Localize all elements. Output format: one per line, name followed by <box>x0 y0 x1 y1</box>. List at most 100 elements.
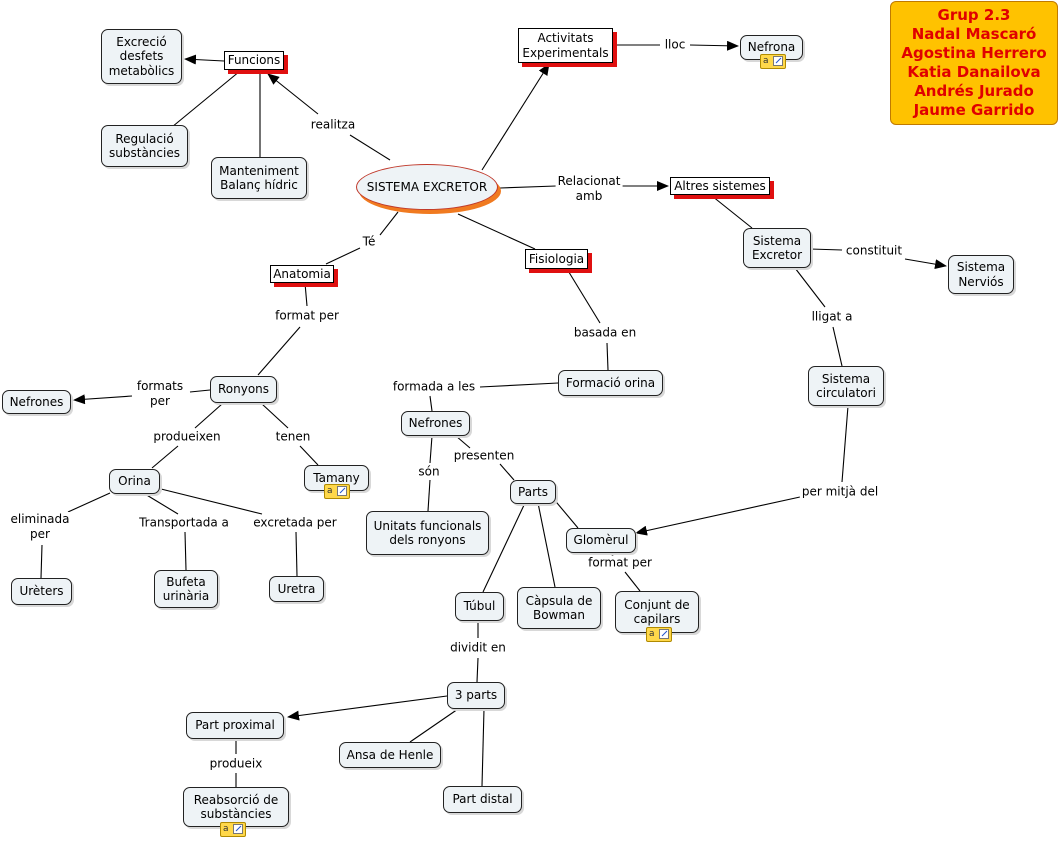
line-formada-nefrones <box>429 395 433 412</box>
node-glomerul[interactable]: Glomèrul <box>566 528 636 553</box>
node-bufeta[interactable]: Bufeta urinària <box>154 570 218 608</box>
note-icon[interactable]: a <box>760 54 786 69</box>
line-orina-transportada <box>144 493 179 515</box>
link-lloc: lloc <box>662 37 688 53</box>
node-sistema-excretor-2[interactable]: Sistema Excretor <box>743 228 811 268</box>
line-ronyons-formats <box>189 389 211 393</box>
line-parts-tubul <box>482 502 526 593</box>
link-transportada-a: Transportada a <box>137 515 231 531</box>
node-tubul[interactable]: Túbul <box>455 592 504 621</box>
link-format-per-2: format per <box>586 555 654 571</box>
node-ureters[interactable]: Urèters <box>11 578 72 605</box>
line-format-conjunt <box>624 571 641 592</box>
node-3-parts[interactable]: 3 parts <box>447 682 505 709</box>
node-sistema-excretor[interactable]: SISTEMA EXCRETOR <box>356 164 498 210</box>
node-conjunt[interactable]: Conjunt de capilars <box>615 591 699 633</box>
node-nefrones-left[interactable]: Nefrones <box>2 390 71 414</box>
line-parts-glomerul <box>551 496 579 529</box>
line-circulatori-permitja <box>841 405 849 483</box>
node-orina[interactable]: Orina <box>109 469 160 494</box>
link-formada-a-les: formada a les <box>390 379 478 395</box>
note-icon[interactable]: a <box>324 484 350 499</box>
link-te: Té <box>360 234 378 250</box>
note-icon[interactable]: a <box>646 627 672 642</box>
line-tenen-tamany <box>299 445 319 466</box>
line-excretada-uretra <box>295 531 298 577</box>
node-ansa-henle[interactable]: Ansa de Henle <box>339 742 441 768</box>
line-constituit-nervios <box>904 258 947 270</box>
line-eliminada-ureters <box>40 544 43 579</box>
line-anatomia-format <box>304 282 308 307</box>
link-excretada-per: excretada per <box>251 515 339 531</box>
node-manteniment[interactable]: Manteniment Balanç hídric <box>211 157 307 199</box>
link-format-per: format per <box>273 308 341 324</box>
line-produeixen-orina <box>151 445 179 469</box>
node-unitats[interactable]: Unitats funcionals dels ronyons <box>366 511 489 555</box>
team-member: Katia Danailova <box>907 63 1041 81</box>
node-nefrones[interactable]: Nefrones <box>401 411 470 436</box>
link-eliminada-per: eliminada per <box>8 512 72 542</box>
link-per-mitja-del: per mitjà del <box>799 484 881 500</box>
team-member: Jaume Garrido <box>913 101 1035 119</box>
node-altres-sistemes[interactable]: Altres sistemes <box>670 177 770 195</box>
line-central-activitats <box>481 63 550 171</box>
team-member: Agostina Herrero <box>901 44 1047 62</box>
note-letter: a <box>223 824 229 834</box>
line-central-te <box>379 211 399 236</box>
line-central-fisiologia <box>457 213 536 250</box>
link-relacionat: Relacionat amb <box>555 174 623 204</box>
line-sistema-lligat <box>794 267 826 308</box>
note-icon[interactable]: a <box>220 822 246 837</box>
line-altres-sistema <box>711 195 753 229</box>
node-regulacio[interactable]: Regulació substàncies <box>101 125 188 167</box>
link-son: són <box>416 464 442 480</box>
node-fisiologia[interactable]: Fisiologia <box>525 249 588 269</box>
line-ronyons-tenen <box>261 403 289 429</box>
node-funcions[interactable]: Funcions <box>224 51 284 70</box>
node-formacio-orina[interactable]: Formació orina <box>558 370 663 396</box>
line-permitja-glomerul <box>635 496 801 536</box>
line-3parts-distal <box>481 708 485 787</box>
node-parts[interactable]: Parts <box>510 480 556 504</box>
line-orina-eliminada <box>67 492 111 513</box>
team-box: Grup 2.3 Nadal Mascaró Agostina Herrero … <box>890 1 1058 125</box>
line-realitza-funcions <box>267 73 319 115</box>
line-central-relacionat <box>499 185 557 189</box>
node-anatomia[interactable]: Anatomia <box>270 265 334 283</box>
line-funcions-excrecio <box>184 54 225 65</box>
line-basada-formacio <box>606 342 609 371</box>
line-orina-excretada <box>160 488 263 515</box>
line-3parts-proximal <box>287 695 448 721</box>
node-excrecio[interactable]: Excreció desfets metabòlics <box>101 29 182 84</box>
line-transportada-bufeta <box>184 531 187 571</box>
node-capsula[interactable]: Càpsula de Bowman <box>517 587 601 629</box>
node-part-distal[interactable]: Part distal <box>443 786 522 813</box>
node-nefrona[interactable]: Nefrona <box>740 35 803 60</box>
node-sistema-nervios[interactable]: Sistema Nerviós <box>948 255 1014 294</box>
node-reabsorcio[interactable]: Reabsorció de substàncies <box>183 787 289 827</box>
line-lligat-circulatori <box>832 326 843 367</box>
line-nefrones-son <box>429 435 433 464</box>
line-formacio-formada <box>479 382 559 388</box>
node-ronyons[interactable]: Ronyons <box>210 376 277 403</box>
node-sistema-circulatori[interactable]: Sistema circulatori <box>808 366 884 406</box>
link-tenen: tenen <box>273 429 313 445</box>
line-fisiologia-basada <box>566 268 601 324</box>
team-member: Andrés Jurado <box>914 82 1034 100</box>
line-format-ronyons <box>257 326 301 376</box>
note-letter: a <box>649 629 655 639</box>
line-ronyons-produeixen <box>194 403 223 429</box>
team-heading: Grup 2.3 <box>937 6 1011 24</box>
node-uretra[interactable]: Uretra <box>269 576 324 602</box>
link-realitza: realitza <box>308 117 358 133</box>
line-3parts-ansa <box>409 708 459 743</box>
node-activitats[interactable]: Activitats Experimentals <box>518 28 613 63</box>
line-lloc-nefrona <box>689 40 739 51</box>
line-funcions-regulacio <box>171 70 241 128</box>
link-produeixen: produeixen <box>151 429 223 445</box>
line-central-realitza <box>349 134 391 161</box>
line-nefrones-presenten <box>455 435 471 449</box>
node-part-proximal[interactable]: Part proximal <box>186 712 284 739</box>
